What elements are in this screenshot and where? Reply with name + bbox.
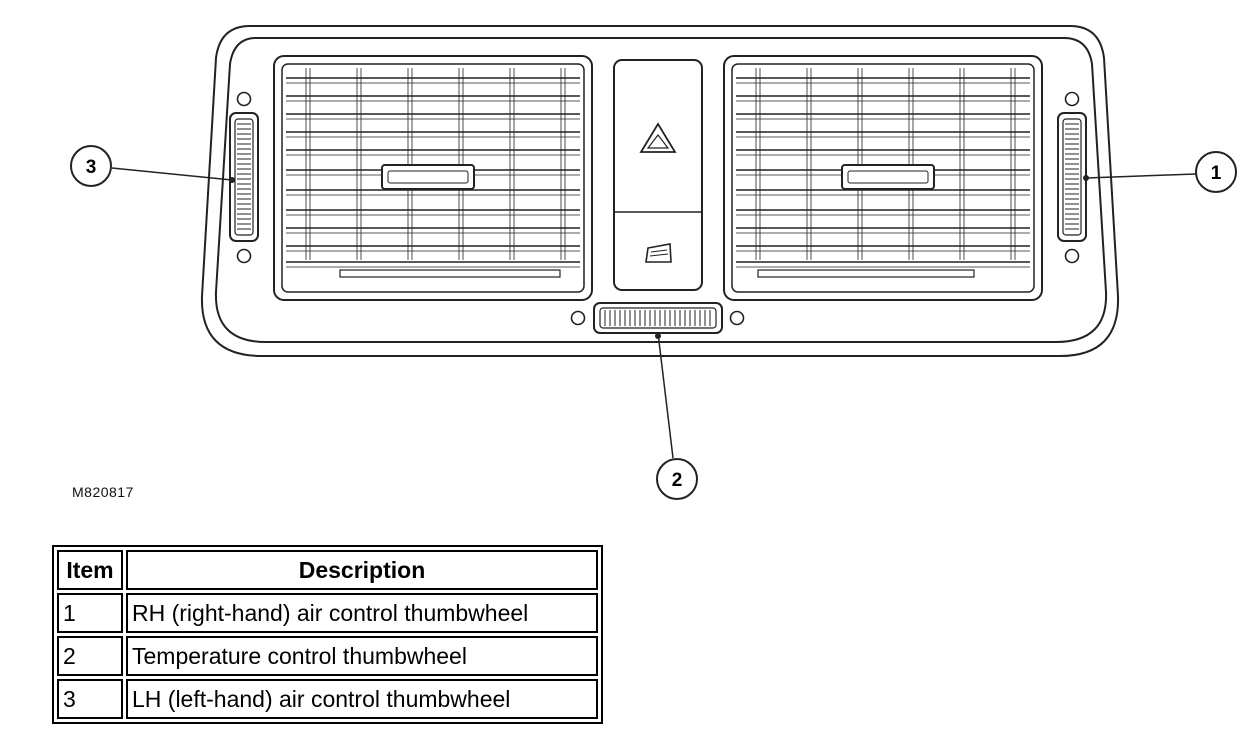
- svg-text:2: 2: [672, 470, 683, 491]
- callout-2: 2: [656, 458, 698, 500]
- svg-text:1: 1: [1211, 163, 1222, 184]
- lh-air-control-thumbwheel: [229, 91, 259, 264]
- row-description: Temperature control thumbwheel: [126, 636, 598, 676]
- svg-text:3: 3: [86, 157, 97, 178]
- row-description: RH (right-hand) air control thumbwheel: [126, 593, 598, 633]
- figure-code: M820817: [72, 484, 134, 500]
- rh-air-control-thumbwheel: [1057, 91, 1087, 264]
- temperature-control-thumbwheel: [570, 302, 745, 334]
- table-row: 1 RH (right-hand) air control thumbwheel: [57, 593, 598, 633]
- left-vent-slats: [286, 68, 580, 268]
- table-row: 3 LH (left-hand) air control thumbwheel: [57, 679, 598, 719]
- heated-rear-window-icon: [645, 243, 672, 263]
- header-description: Description: [126, 550, 598, 590]
- air-vent-panel-diagram: 3 1 2: [70, 25, 1237, 500]
- callout-1: 1: [1195, 151, 1237, 193]
- right-vent-tab: [841, 164, 935, 190]
- right-air-vent: [723, 55, 1043, 301]
- row-description: LH (left-hand) air control thumbwheel: [126, 679, 598, 719]
- panel-outer-bezel: [200, 25, 1120, 357]
- center-switch-block: [613, 59, 703, 291]
- row-item: 1: [57, 593, 123, 633]
- callout-2-leader: [657, 332, 674, 459]
- callout-1-leader: [1085, 173, 1197, 179]
- table-row: 2 Temperature control thumbwheel: [57, 636, 598, 676]
- legend-table: Item Description 1 RH (right-hand) air c…: [52, 545, 603, 724]
- row-item: 2: [57, 636, 123, 676]
- row-item: 3: [57, 679, 123, 719]
- left-air-vent: [273, 55, 593, 301]
- callout-3-leader: [111, 167, 233, 181]
- callout-3: 3: [70, 145, 112, 187]
- panel-inner-bezel: [214, 37, 1108, 343]
- hazard-warning-icon: [639, 122, 677, 153]
- header-item: Item: [57, 550, 123, 590]
- table-header-row: Item Description: [57, 550, 598, 590]
- left-vent-tab: [381, 164, 475, 190]
